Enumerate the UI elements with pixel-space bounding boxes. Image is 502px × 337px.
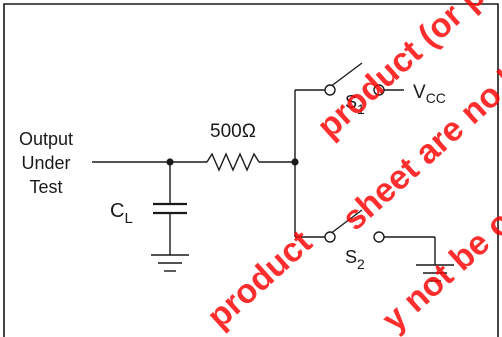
watermark-overlay: product (or produc sheet are no lon prod… [200, 0, 502, 337]
switch-2-contact-left [324, 231, 336, 243]
vcc-label-main: V [413, 82, 426, 103]
switch-2-blade [329, 209, 363, 235]
resistor-label: 500Ω [210, 121, 256, 142]
vcc-label: VCC [413, 82, 446, 106]
switch-2-label-sub: 2 [357, 256, 365, 272]
switch-2-contact-right [373, 231, 385, 243]
switch-1-label-sub: 1 [357, 101, 365, 117]
switch-2-label: S2 [345, 247, 365, 272]
switch-2-label-main: S [345, 247, 357, 267]
resistor-symbol [206, 152, 260, 172]
switch-1-blade [329, 62, 363, 88]
switch-contacts [324, 84, 385, 243]
switch-1-label-main: S [345, 92, 357, 112]
capacitor-label: CL [110, 200, 133, 227]
switch-1-contact-right [373, 84, 385, 96]
diagram-frame [3, 3, 499, 337]
switch-1-label: S1 [345, 92, 365, 117]
ground-symbol-switch-2 [416, 264, 454, 282]
input-label-line-3: Test [29, 177, 62, 197]
vcc-label-sub: CC [426, 90, 446, 106]
ground-symbol-capacitor [151, 254, 189, 272]
input-label-line-2: Under [21, 153, 70, 173]
switch-1-contact-left [324, 84, 336, 96]
capacitor-label-main: C [110, 200, 124, 222]
capacitor-symbol [153, 202, 187, 215]
junction-node-capacitor [166, 158, 174, 166]
watermark-line-3: product [200, 223, 319, 336]
watermark-line-4: y not be o [375, 203, 502, 337]
input-label-line-1: Output [19, 129, 73, 149]
junction-node-switches [291, 158, 299, 166]
capacitor-label-sub: L [124, 210, 132, 227]
